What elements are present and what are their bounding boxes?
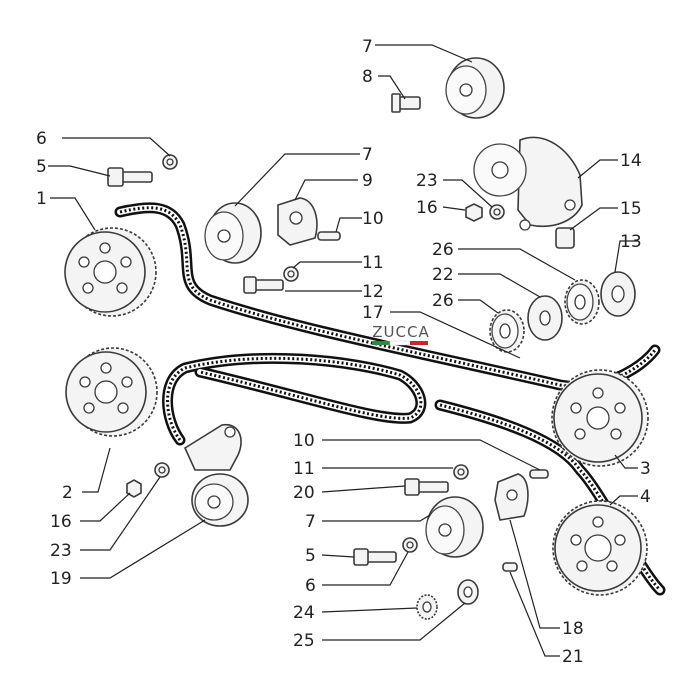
callout-23-top: 23	[416, 171, 438, 191]
callout-21: 21	[562, 647, 584, 667]
bolt-5-lower	[353, 548, 397, 566]
callout-6-top: 6	[36, 129, 47, 149]
bracket-9	[277, 197, 318, 246]
callout-23-lower: 23	[50, 541, 72, 561]
callout-7-lower: 7	[305, 512, 316, 532]
callout-1: 1	[36, 189, 47, 209]
callout-14: 14	[620, 151, 642, 171]
pulley-22	[527, 295, 563, 341]
callout-16-top: 16	[416, 198, 438, 218]
callout-12: 12	[362, 282, 384, 302]
callout-2: 2	[62, 483, 73, 503]
callout-4: 4	[640, 487, 651, 507]
washer-23-lower	[154, 462, 170, 478]
idler-pulley-7-top	[445, 57, 505, 119]
callout-19: 19	[50, 569, 72, 589]
leader-lines	[48, 44, 638, 657]
callout-11-lower: 11	[293, 459, 315, 479]
callout-9: 9	[362, 171, 373, 191]
key-21	[502, 562, 518, 572]
callout-26-lower: 26	[432, 291, 454, 311]
callout-25: 25	[293, 631, 315, 651]
callout-10-lower: 10	[293, 431, 315, 451]
pin-10-top	[317, 231, 341, 241]
pulley-13	[600, 271, 636, 317]
callout-20: 20	[293, 483, 315, 503]
tensioner-bracket-lower	[183, 424, 242, 471]
bolt-5-top	[107, 167, 153, 187]
bolt-8	[391, 93, 421, 113]
nut-16-top	[465, 203, 483, 222]
callout-24: 24	[293, 603, 315, 623]
cam-pulley-1	[64, 227, 157, 317]
watermark-logo: ZUCCA	[372, 323, 429, 346]
gear-26-upper	[564, 279, 600, 325]
callout-5-top: 5	[36, 157, 47, 177]
callout-8: 8	[362, 67, 373, 87]
pulley-3	[551, 369, 649, 467]
callout-18: 18	[562, 619, 584, 639]
callout-5-lower: 5	[305, 546, 316, 566]
washer-23-top	[489, 204, 505, 220]
idler-pulley-7-mid	[204, 202, 262, 264]
flag-green	[372, 341, 390, 345]
flag-red	[410, 341, 428, 345]
callout-22: 22	[432, 265, 454, 285]
cam-pulley-2	[65, 347, 158, 437]
callout-6-lower: 6	[305, 576, 316, 596]
washer-6-lower	[402, 537, 418, 553]
gear-26-lower	[489, 309, 525, 353]
bolt-20	[404, 478, 449, 496]
washer-25	[457, 579, 479, 605]
callout-7-mid: 7	[362, 145, 373, 165]
pin-10-lower	[529, 469, 549, 479]
tensioner-bracket-14	[473, 136, 583, 231]
crank-pulley-4	[552, 500, 648, 596]
gear-24	[416, 594, 438, 620]
idler-pulley-7-lower	[425, 496, 484, 558]
callout-13: 13	[620, 232, 642, 252]
callout-11-top: 11	[362, 253, 384, 273]
callout-15: 15	[620, 199, 642, 219]
callout-26-upper: 26	[432, 240, 454, 260]
callout-17: 17	[362, 303, 384, 323]
tensioner-pulley-19	[191, 473, 249, 527]
callout-10-top: 10	[362, 209, 384, 229]
callout-16-lower: 16	[50, 512, 72, 532]
watermark-brand: ZUCCA	[372, 323, 429, 341]
bracket-18	[494, 473, 529, 521]
callout-3: 3	[640, 459, 651, 479]
washer-11-top	[283, 266, 299, 282]
washer-6-top	[162, 154, 178, 170]
bolt-12	[243, 276, 284, 294]
flag-white	[389, 340, 411, 346]
spring-15	[555, 227, 575, 249]
washer-11-lower	[453, 464, 469, 480]
callout-7-top: 7	[362, 37, 373, 57]
nut-16-lower	[126, 479, 142, 498]
callout-labels: 7 8 6 5 7 14 1 9 23 16 15 10 26 13 11 22…	[36, 37, 651, 667]
